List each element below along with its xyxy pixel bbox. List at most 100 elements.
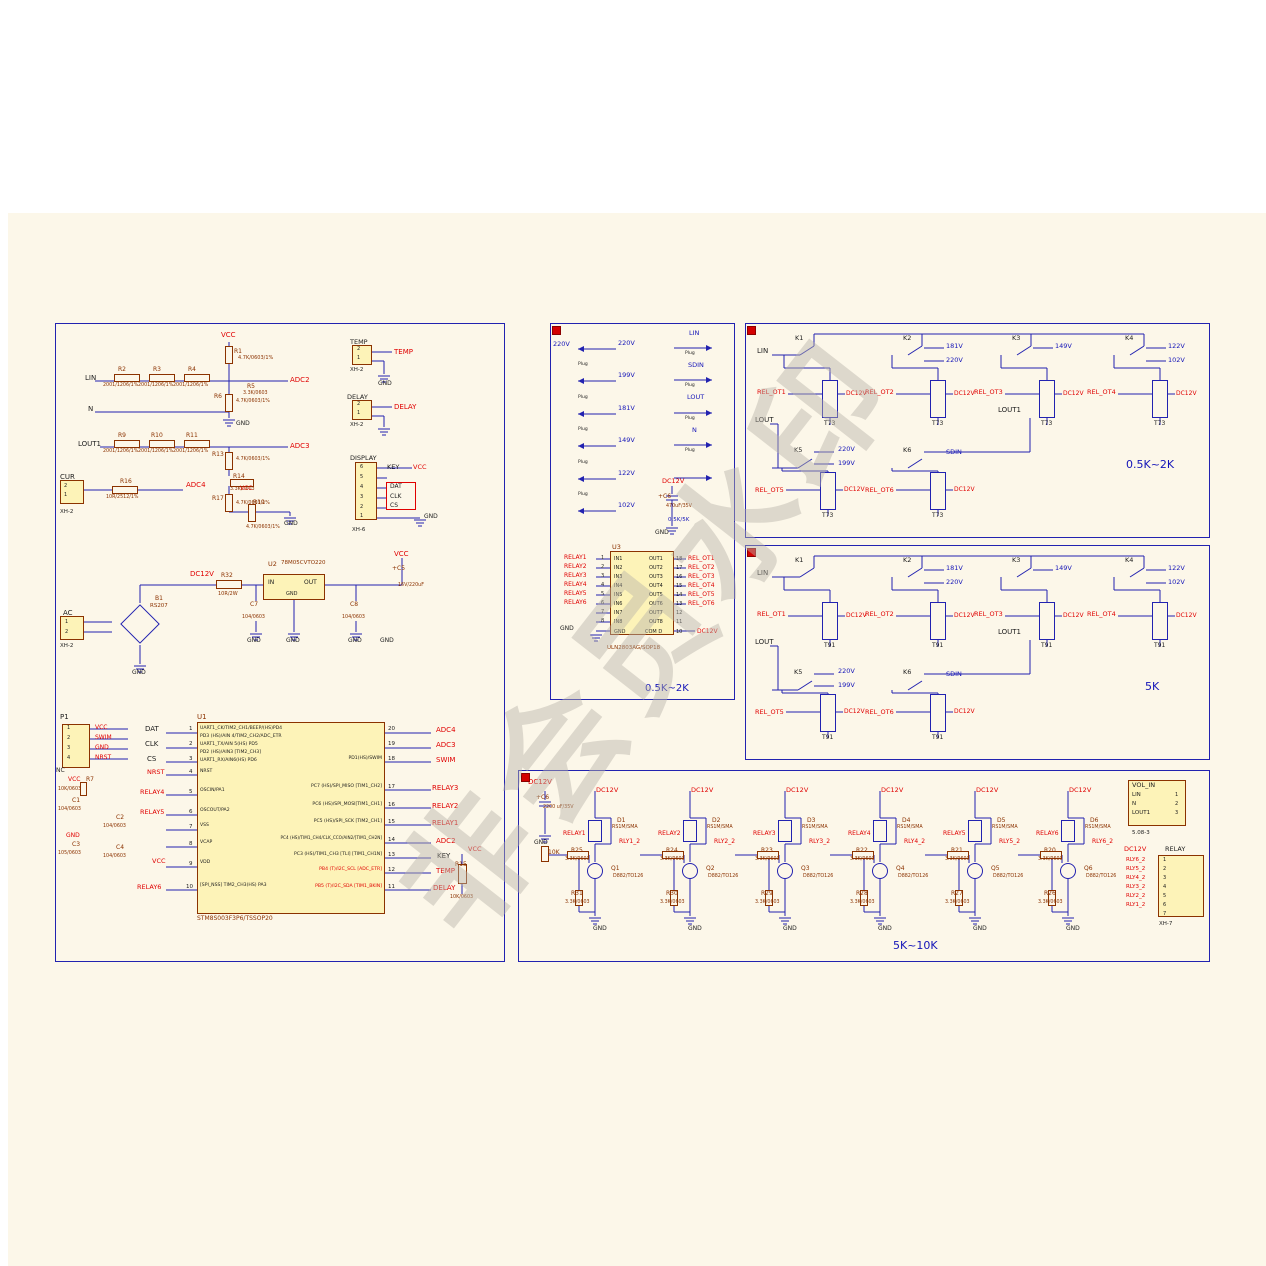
resistor-body xyxy=(225,394,233,412)
schematic-label: Q3 xyxy=(801,865,810,872)
schematic-label: OUT8 xyxy=(649,619,663,625)
schematic-label: VCC xyxy=(221,331,236,339)
schematic-label: DC12V xyxy=(846,612,867,619)
schematic-label: Plug xyxy=(685,383,695,388)
schematic-label: R20 xyxy=(1044,847,1056,854)
schematic-label: 16 xyxy=(388,802,395,808)
relay-coil-body xyxy=(1039,380,1055,418)
schematic-label: T73 xyxy=(822,512,834,519)
schematic-label: K4 xyxy=(1125,556,1134,564)
schematic-label: REL_OT1 xyxy=(688,555,715,562)
schematic-label: 12 xyxy=(388,867,395,873)
schematic-label: B1 xyxy=(155,595,163,602)
schematic-label: RELAY6 xyxy=(137,883,162,891)
schematic-label: 5K~10K xyxy=(893,939,938,952)
schematic-label: LOUT xyxy=(755,416,774,424)
schematic-label: 78M05CVTO220 xyxy=(281,560,326,566)
schematic-label: GND xyxy=(132,669,146,676)
schematic-label: Q1 xyxy=(611,865,620,872)
schematic-label: R25 xyxy=(571,847,583,854)
schematic-label: VSS xyxy=(200,823,209,828)
schematic-label: 6 xyxy=(601,600,605,606)
schematic-label: VCC xyxy=(240,485,253,492)
connector-body xyxy=(352,345,372,365)
schematic-label: NRST xyxy=(95,754,112,761)
schematic-label: IN4 xyxy=(614,583,623,589)
schematic-label: KEY xyxy=(437,852,451,860)
schematic-label: K1 xyxy=(795,556,804,564)
schematic-label: 6 xyxy=(1163,902,1167,908)
schematic-label: C2 xyxy=(116,814,125,821)
schematic-label: REL_OT2 xyxy=(865,610,894,618)
schematic-label: REL_OT6 xyxy=(865,708,894,716)
schematic-label: R32 xyxy=(221,572,233,579)
schematic-label: T91 xyxy=(1041,642,1053,649)
schematic-label: VCC xyxy=(468,845,482,853)
resistor-body xyxy=(114,440,140,448)
schematic-label: U2 xyxy=(268,560,277,568)
schematic-label: 2001/1206/1% xyxy=(103,383,139,388)
schematic-label: 2 xyxy=(1175,801,1179,807)
schematic-label: 2001/1206/1% xyxy=(103,449,139,454)
schematic-label: D882/TO126 xyxy=(1086,874,1117,879)
schematic-label: ADC2 xyxy=(436,837,456,845)
schematic-label: SDIN xyxy=(946,448,962,456)
schematic-label: 4 xyxy=(1163,884,1167,890)
schematic-label: DC12V xyxy=(662,477,685,485)
schematic-label: 2001/1206/1% xyxy=(173,383,209,388)
schematic-label: 14 xyxy=(676,592,683,598)
schematic-label: K5 xyxy=(794,668,803,676)
schematic-label: DC12V xyxy=(1069,786,1092,794)
schematic-label: +C6 xyxy=(658,493,672,500)
schematic-label: PC4 (HS)/TIM1_CH4/CLK_CCO/AIN2/[TIM1_CH2… xyxy=(280,835,383,840)
resistor-body xyxy=(184,374,210,382)
schematic-label: 1 xyxy=(357,410,361,416)
schematic-label: RLY4_2 xyxy=(904,838,926,845)
schematic-label: Q5 xyxy=(991,865,1000,872)
ic-body xyxy=(610,551,674,635)
schematic-label: 1 xyxy=(65,619,69,625)
schematic-label: DC12V xyxy=(1063,390,1084,397)
connector-body xyxy=(1158,855,1204,917)
schematic-label: OUT xyxy=(304,579,317,586)
schematic-label: PC5 (HS)/SPI_SCK [TIM2_CH1] xyxy=(313,819,382,824)
schematic-label: R26 xyxy=(1044,890,1056,897)
schematic-label: PD1(HS)/SWIM xyxy=(348,756,382,761)
schematic-label: DELAY xyxy=(347,393,368,401)
relay-coil-body xyxy=(1152,602,1168,640)
schematic-label: K2 xyxy=(903,334,912,342)
schematic-label: OSCOUT/PA2 xyxy=(200,808,230,813)
schematic-label: TEMP xyxy=(394,348,413,356)
schematic-label: DC12V xyxy=(844,708,865,715)
schematic-label: RS1M/SMA xyxy=(707,825,733,830)
transistor-body xyxy=(587,863,603,879)
schematic-label: N xyxy=(88,405,94,413)
schematic-label: Q4 xyxy=(896,865,905,872)
relay-coil-body xyxy=(1061,820,1075,842)
schematic-label: DC12V xyxy=(844,486,865,493)
schematic-label: RLY1_2 xyxy=(619,838,641,845)
schematic-label: R19 xyxy=(253,499,265,506)
schematic-label: NRST xyxy=(147,768,165,776)
schematic-label: D6 xyxy=(1090,817,1099,824)
schematic-label: REL_OT6 xyxy=(865,486,894,494)
schematic-label: RELAY5 xyxy=(140,808,165,816)
schematic-label: U3 xyxy=(612,543,621,551)
schematic-label: D5 xyxy=(997,817,1006,824)
schematic-label: REL_OT4 xyxy=(688,582,715,589)
relay-coil-body xyxy=(930,602,946,640)
schematic-label: OUT4 xyxy=(649,583,663,589)
schematic-label: 10 xyxy=(676,629,683,635)
schematic-label: 3.3K/0603 xyxy=(243,391,268,396)
schematic-label: 5K xyxy=(1145,680,1160,693)
schematic-label: DELAY xyxy=(433,884,456,892)
schematic-label: 9 xyxy=(189,861,193,867)
schematic-label: 11 xyxy=(676,619,683,625)
schematic-label: RS207 xyxy=(150,603,168,609)
schematic-label: T73 xyxy=(932,420,944,427)
schematic-label: Plug xyxy=(685,351,695,356)
schematic-label: 5 xyxy=(601,591,605,597)
schematic-label: RLY3_2 xyxy=(1126,884,1146,890)
schematic-label: RELAY2 xyxy=(658,830,681,837)
